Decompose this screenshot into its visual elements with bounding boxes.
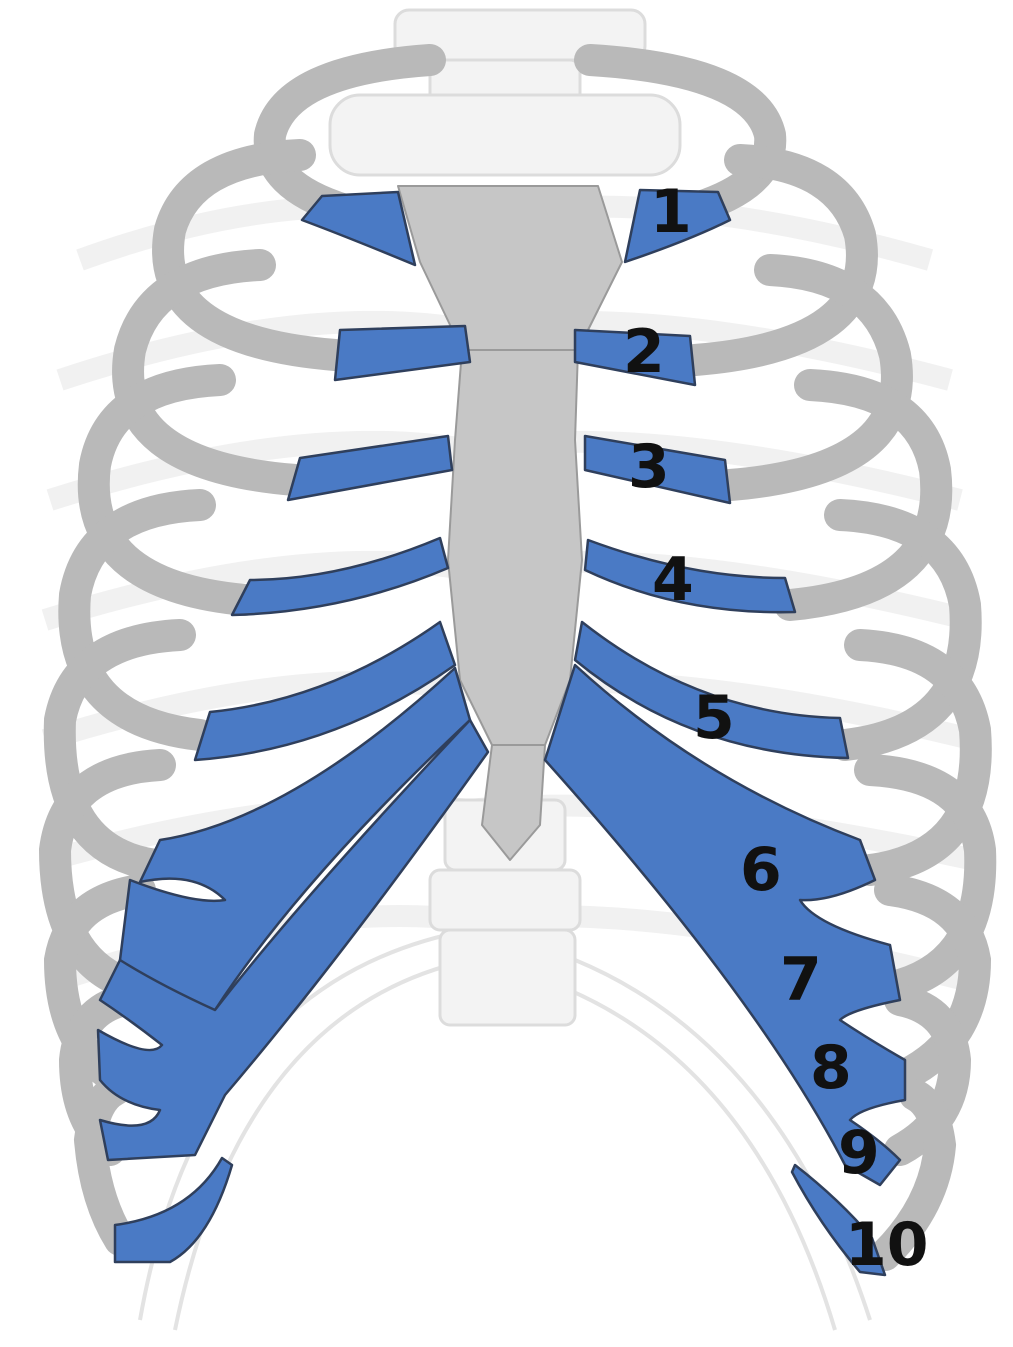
cartilage-left-2 [335, 326, 470, 380]
rib-label-8: 8 [810, 1033, 852, 1103]
rib-label-9: 9 [838, 1118, 880, 1188]
cartilage-left-10 [115, 1158, 232, 1262]
rib-label-3: 3 [628, 432, 670, 502]
rib-label-4: 4 [652, 545, 694, 615]
rib-label-5: 5 [693, 683, 735, 753]
rib-label-7: 7 [780, 945, 822, 1015]
rib-label-10: 10 [845, 1210, 929, 1280]
cartilage-left-1 [302, 192, 415, 265]
rib-label-2: 2 [623, 317, 665, 387]
sternum-body [448, 350, 582, 745]
rib-label-6: 6 [740, 835, 782, 905]
rib-label-1: 1 [650, 177, 692, 247]
